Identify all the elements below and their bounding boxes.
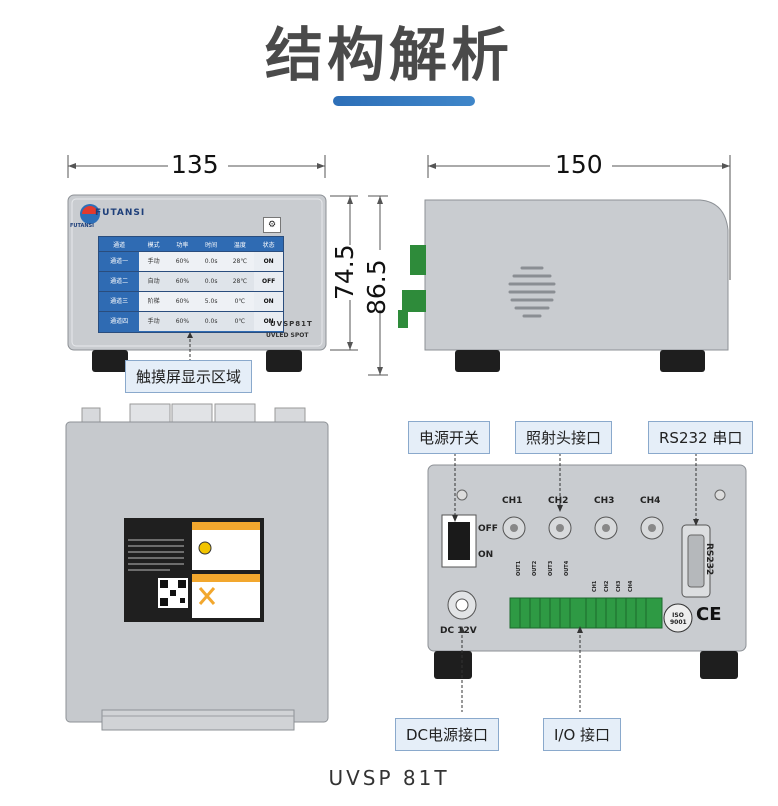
- screen-cell-ch: 通道一: [99, 252, 140, 271]
- callout-io-port: I/O 接口: [543, 718, 622, 751]
- screen-header-cell: 模式: [147, 241, 160, 249]
- screen-header-cell: 状态: [262, 241, 275, 249]
- top-view-drawing: [65, 403, 329, 731]
- callout-touchscreen: 触摸屏显示区域: [125, 360, 253, 393]
- screen-cell-mode: 自动: [139, 272, 168, 291]
- screen-cell-power: 60%: [168, 252, 197, 271]
- rear-ch4-label: CH4: [640, 496, 661, 506]
- screen-cell-power: 60%: [168, 292, 197, 311]
- callout-power-switch: 电源开关: [408, 421, 491, 454]
- model-name: UVSP 81T: [328, 766, 450, 790]
- screen-cell-state[interactable]: ON: [254, 252, 283, 271]
- switch-off-label: OFF: [478, 524, 498, 534]
- screen-cell-time: 5.0s: [196, 292, 226, 311]
- screen-cell-temp: 0℃: [225, 292, 255, 311]
- screen-header-cell: 温度: [233, 241, 246, 249]
- brand-sub-text: FUTANSI: [70, 223, 95, 229]
- dim-side-depth: 150: [555, 150, 603, 179]
- touchscreen-leader: [187, 332, 193, 360]
- model-sub-plate: UVLED SPOT: [266, 332, 309, 339]
- screen-cell-mode: 阶梯: [139, 292, 168, 311]
- rear-ch3-label: CH3: [594, 496, 615, 506]
- settings-icon[interactable]: ⚙: [263, 217, 281, 233]
- screen-cell-temp: 28℃: [225, 252, 255, 271]
- callout-dc-power: DC电源接口: [395, 718, 500, 751]
- screen-cell-ch: 通道二: [99, 272, 140, 291]
- rear-view-drawing: [427, 464, 747, 679]
- switch-on-label: ON: [478, 550, 494, 560]
- screen-cell-state[interactable]: ON: [254, 292, 283, 311]
- dim-height-body: 74.5: [330, 244, 359, 300]
- screen-cell-time: 0.0s: [196, 312, 226, 331]
- screen-cell-ch: 通道三: [99, 292, 140, 311]
- brand-text: FUTANSI: [95, 208, 146, 218]
- screen-cell-time: 0.0s: [196, 272, 226, 291]
- screen-cell-temp: 0℃: [225, 312, 255, 331]
- dim-front-width: 135: [171, 150, 219, 179]
- rear-ch1-label: CH1: [502, 496, 523, 506]
- screen-header-cell: 时间: [205, 241, 218, 249]
- screen-cell-time: 0.0s: [196, 252, 226, 271]
- iso-label: ISO 9001: [670, 612, 687, 626]
- screen-cell-state[interactable]: ON: [254, 312, 283, 331]
- dc-label: DC 12V: [440, 626, 477, 636]
- rear-ch2-label: CH2: [548, 496, 569, 506]
- ce-mark: CE: [696, 604, 722, 625]
- screen-header-cell: 功率: [176, 241, 189, 249]
- callout-irradiation-head: 照射头接口: [515, 421, 613, 454]
- screen-cell-temp: 28℃: [225, 272, 255, 291]
- screen-cell-power: 60%: [168, 272, 197, 291]
- rear-leaders: [452, 448, 699, 712]
- model-plate: UVSP81T: [270, 320, 313, 328]
- screen-cell-mode: 手动: [139, 312, 168, 331]
- page-title: 结构解析: [264, 21, 513, 89]
- screen-cell-state[interactable]: OFF: [254, 272, 283, 291]
- screen-cell-mode: 手动: [139, 252, 168, 271]
- callout-rs232: RS232 串口: [648, 421, 754, 454]
- title-underline: [333, 96, 475, 106]
- screen-header-cell: 通道: [113, 241, 126, 249]
- side-view-drawing: [330, 155, 731, 376]
- dim-height-total: 86.5: [362, 259, 391, 315]
- screen-header: 通道 模式 功率 时间 温度 状态: [99, 237, 283, 251]
- screen-cell-power: 60%: [168, 312, 197, 331]
- screen-cell-ch: 通道四: [99, 312, 140, 331]
